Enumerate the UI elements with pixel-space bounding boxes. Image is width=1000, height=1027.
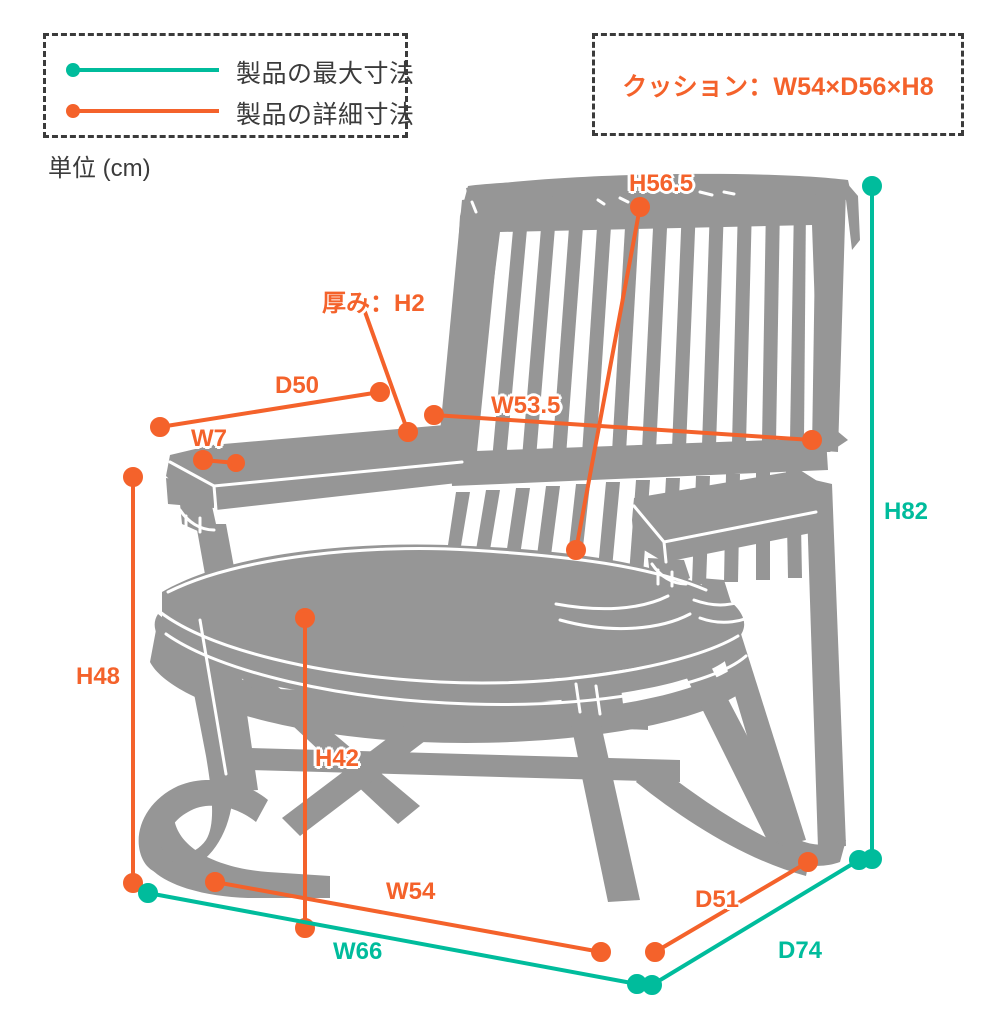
dimline-d74	[650, 858, 861, 987]
dimension-label-h48: H48	[76, 663, 121, 690]
leader-h2	[363, 310, 410, 434]
dimension-label-w535: W53.5	[491, 392, 561, 419]
teal-line-swatch	[66, 63, 219, 77]
unit-note: 単位 (cm)	[48, 155, 151, 182]
legend-label-detail: 製品の詳細寸法	[236, 101, 415, 129]
dimension-label-d74: D74	[778, 937, 823, 964]
dimension-label-d50: D50	[275, 372, 320, 399]
dimension-label-w54: W54	[386, 878, 436, 905]
dimline-w54	[213, 880, 603, 954]
dimension-label-h2: 厚み：H2	[322, 290, 425, 317]
dimline-w535	[432, 413, 814, 442]
dimline-w66	[146, 891, 639, 986]
dimension-label-h42: H42	[315, 745, 360, 772]
cushion-note-text: クッション：W54×D56×H8	[622, 72, 934, 101]
dimline-h565	[574, 205, 642, 552]
dimension-label-h82: H82	[884, 498, 929, 525]
dimension-label-h565: H56.5	[629, 170, 694, 197]
legend-item-overall: 製品の最大寸法	[46, 50, 414, 90]
legend-label-overall: 製品の最大寸法	[236, 60, 415, 88]
orange-line-swatch	[66, 104, 219, 118]
legend-box: 製品の最大寸法 製品の詳細寸法	[43, 33, 414, 138]
dimline-d51	[653, 860, 810, 954]
legend-item-detail: 製品の詳細寸法	[46, 91, 414, 131]
dimension-label-w7: W7	[191, 425, 227, 452]
dimline-d50	[158, 390, 382, 429]
cushion-note-box: クッション：W54×D56×H8	[592, 33, 964, 136]
dimension-label-w66: W66	[333, 938, 383, 965]
dimension-label-d51: D51	[695, 886, 740, 913]
